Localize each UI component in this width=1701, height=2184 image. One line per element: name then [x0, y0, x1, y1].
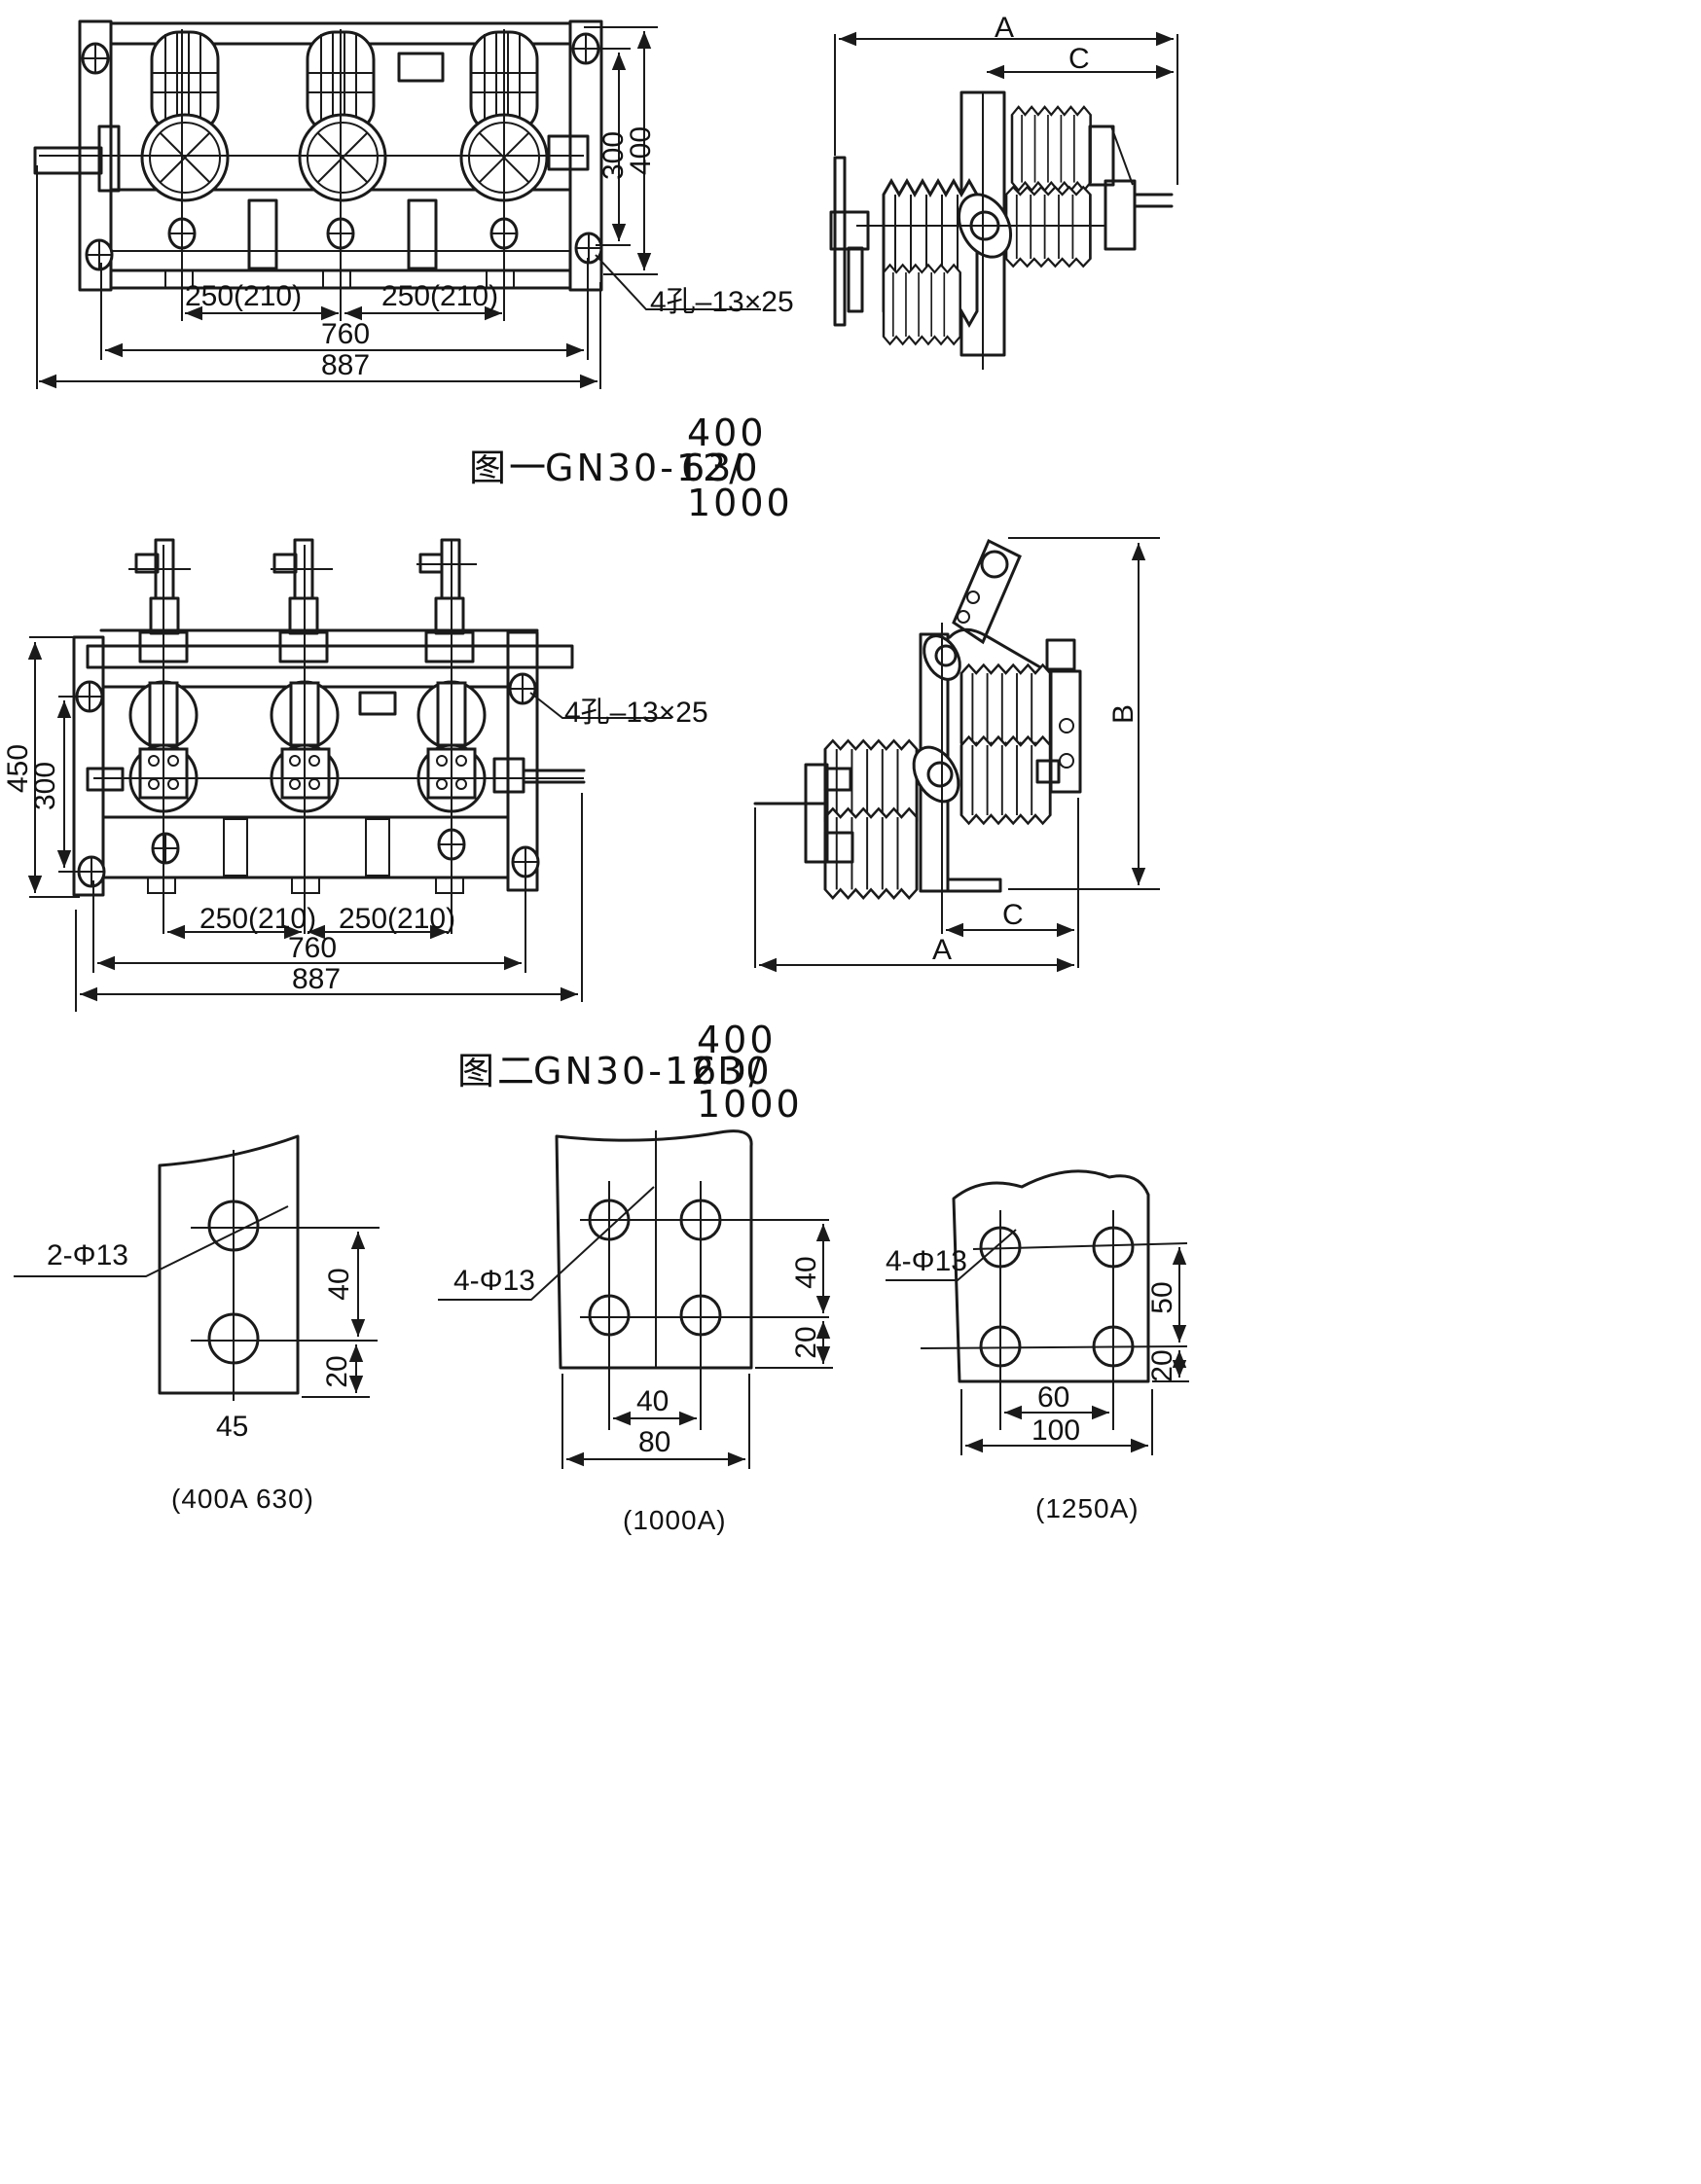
fig1-dim-300: 300	[597, 131, 630, 180]
fig1-dim-400: 400	[625, 126, 657, 175]
term1-dim-v1: 40	[323, 1268, 355, 1300]
term1-dim-w: 45	[216, 1411, 248, 1443]
term3-dim-h2: 100	[1031, 1414, 1080, 1447]
term1-dim-v2: 20	[321, 1355, 353, 1387]
fig2-rating-1: 400	[697, 1019, 777, 1061]
term2-caption: (1000A)	[623, 1505, 727, 1535]
fig2-dim-250-right: 250(210)	[339, 903, 455, 935]
terminal-detail-1000: 40 20 40 80 4-Φ13 (1000A)	[438, 1129, 833, 1535]
term2-dim-v2: 20	[790, 1326, 822, 1358]
fig1-title-prefix: 图一	[469, 447, 549, 489]
fig2-side-view: B C A	[753, 537, 1160, 973]
fig1-front-view: 250(210) 250(210) 760 887 300 400 4孔–13×…	[33, 19, 794, 389]
fig2-dim-887: 887	[292, 963, 341, 995]
fig2-dim-250-left: 250(210)	[199, 903, 316, 935]
term3-hole-label: 4-Φ13	[886, 1245, 967, 1277]
fig2-top-contacts	[128, 538, 477, 663]
fig1-dim-250-left: 250(210)	[185, 280, 302, 312]
term2-dim-v1: 40	[790, 1256, 822, 1288]
fig2-title-prefix: 图二	[457, 1050, 537, 1092]
fig2-front-view: 250(210) 250(210) 760 887 450 300 4孔–13×…	[2, 538, 708, 1012]
fig2-model: GN30-12D/	[533, 1050, 764, 1092]
terminal-detail-1250: 50 20 60 100 4-Φ13 (1250A)	[886, 1169, 1189, 1523]
fig2-rating-2: 630	[693, 1050, 773, 1092]
fig2-side-dim-b: B	[1107, 704, 1140, 724]
fig1-dim-760: 760	[321, 318, 370, 350]
fig2-dim-300: 300	[29, 762, 61, 810]
fig1-dim-887: 887	[321, 349, 370, 381]
fig2-side-dim-a: A	[932, 934, 952, 966]
fig2-dim-760: 760	[288, 932, 337, 964]
fig1-caption: 400 图一 GN30-12/ 630 1000	[469, 412, 793, 524]
fig2-hole-note: 4孔–13×25	[564, 697, 708, 729]
term3-dim-h1: 60	[1037, 1381, 1069, 1414]
fig1-dim-250-right: 250(210)	[381, 280, 498, 312]
fig1-model: GN30-12/	[545, 447, 744, 489]
term2-dim-h1: 40	[636, 1385, 669, 1417]
term2-hole-label: 4-Φ13	[453, 1265, 535, 1297]
fig1-rating-3: 1000	[687, 482, 793, 524]
term1-hole-label: 2-Φ13	[47, 1239, 128, 1271]
terminal-detail-400-630: 40 20 45 2-Φ13 (400A 630)	[14, 1134, 380, 1514]
term3-dim-v2: 20	[1146, 1349, 1178, 1381]
fig1-side-dim-c: C	[1068, 43, 1090, 75]
fig2-caption: 400 图二 GN30-12D/ 630 1000	[457, 1019, 803, 1126]
fig2-dim-450: 450	[2, 744, 34, 793]
fig2-rating-3: 1000	[697, 1083, 803, 1126]
fig1-side-dim-a: A	[995, 12, 1014, 44]
fig1-rating-2: 630	[681, 447, 761, 489]
term3-dim-v1: 50	[1146, 1281, 1178, 1313]
term3-caption: (1250A)	[1035, 1493, 1140, 1523]
fig1-rating-1: 400	[687, 412, 767, 454]
fig1-hole-note: 4孔–13×25	[650, 286, 794, 318]
fig1-side-view: A C	[829, 12, 1178, 370]
term1-caption: (400A 630)	[171, 1484, 314, 1514]
fig2-side-dim-c: C	[1002, 899, 1024, 931]
term2-dim-h2: 80	[638, 1426, 670, 1458]
